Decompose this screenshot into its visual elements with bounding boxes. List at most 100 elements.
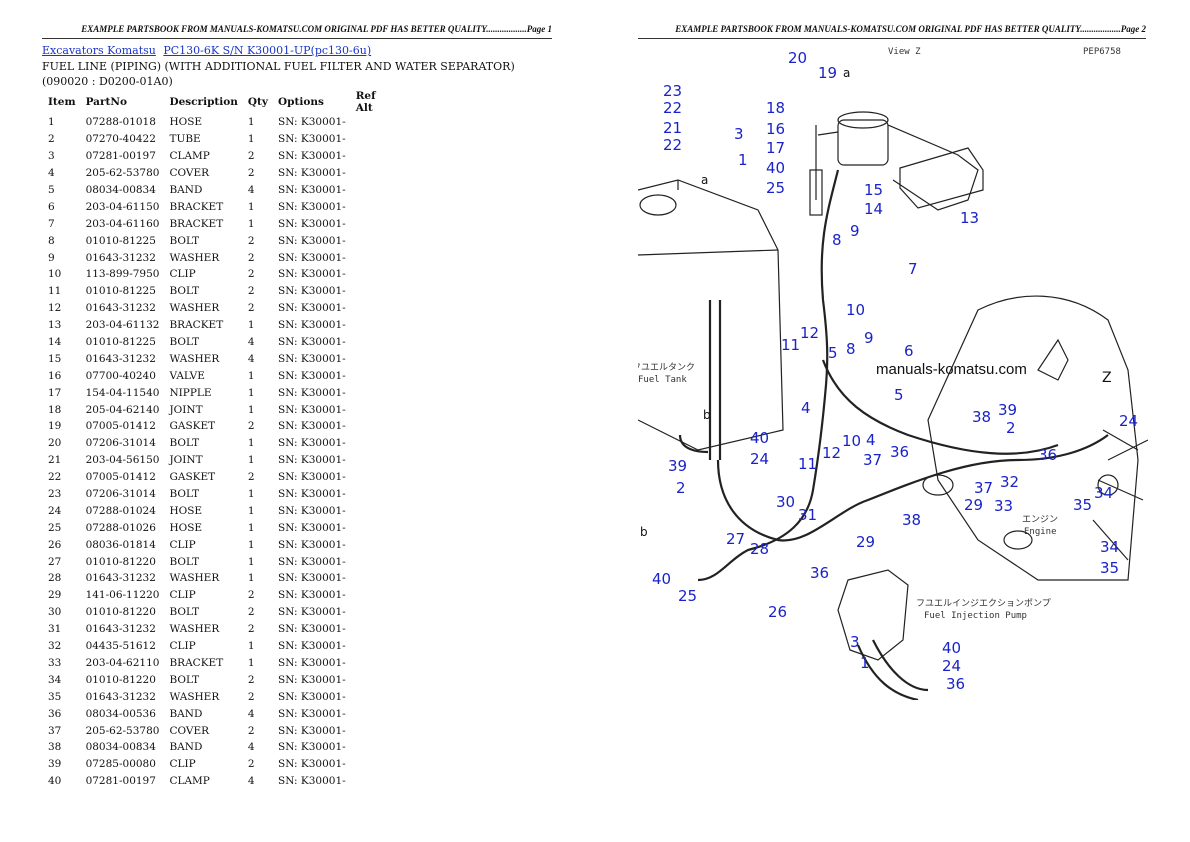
cell-options: SN: K30001- xyxy=(278,369,346,382)
engine-jp-label: エンジン xyxy=(1022,515,1058,525)
callout-37: 37 xyxy=(974,479,993,497)
cell-qty: 2 xyxy=(247,285,255,298)
cell-item: 33 xyxy=(48,656,62,669)
cell-item: 30 xyxy=(48,606,62,619)
col-header-ref-alt: Ref Alt xyxy=(355,90,376,114)
callout-9: 9 xyxy=(864,329,874,347)
cell-description: CLIP xyxy=(169,640,196,653)
cell-qty: 1 xyxy=(247,200,255,213)
callout-8: 8 xyxy=(846,340,856,358)
callout-16: 16 xyxy=(766,120,785,138)
cell-partno: 203-04-61150 xyxy=(85,200,160,213)
cell-description: CLIP xyxy=(169,538,196,551)
cell-qty: 4 xyxy=(247,775,255,788)
cell-item: 24 xyxy=(48,504,62,517)
cell-ref-alt xyxy=(350,182,400,199)
cell-qty: 2 xyxy=(247,268,255,281)
breadcrumb-link-excavators[interactable]: Excavators Komatsu xyxy=(42,44,156,57)
callout-1: 1 xyxy=(738,151,748,169)
cell-item: 4 xyxy=(48,167,55,180)
cell-ref-alt xyxy=(350,739,400,756)
cell-options: SN: K30001- xyxy=(278,640,346,653)
cell-ref-alt xyxy=(350,486,400,503)
cell-partno: 01010-81225 xyxy=(85,285,156,298)
callout-3: 3 xyxy=(850,633,860,651)
cell-description: WASHER xyxy=(169,251,220,264)
cell-qty: 4 xyxy=(247,707,255,720)
callout-12: 12 xyxy=(822,444,841,462)
fuel-piping-drawing xyxy=(697,169,1109,582)
cell-partno: 205-62-53780 xyxy=(85,724,160,737)
cell-description: NIPPLE xyxy=(169,386,212,399)
cell-description: WASHER xyxy=(169,690,220,703)
cell-description: HOSE xyxy=(169,504,203,517)
fuel-tank-drawing xyxy=(638,179,784,460)
bracket-13-drawing xyxy=(899,147,984,209)
cell-item: 20 xyxy=(48,437,62,450)
cell-partno: 203-04-61132 xyxy=(85,319,160,332)
cell-qty: 4 xyxy=(247,741,255,754)
cell-ref-alt xyxy=(350,773,400,790)
callout-34: 34 xyxy=(1100,538,1119,556)
callout-15: 15 xyxy=(864,181,883,199)
cell-description: JOINT xyxy=(169,403,203,416)
cell-partno: 07270-40422 xyxy=(85,133,156,146)
callout-40: 40 xyxy=(652,570,671,588)
cell-options: SN: K30001- xyxy=(278,437,346,450)
letter-a-left: a xyxy=(701,173,708,187)
cell-item: 9 xyxy=(48,251,55,264)
cell-ref-alt xyxy=(350,621,400,638)
breadcrumb-link-model[interactable]: PC130-6K S/N K30001-UP(pc130-6u) xyxy=(163,44,372,57)
cell-partno: 01010-81225 xyxy=(85,336,156,349)
cell-ref-alt xyxy=(350,165,400,182)
cell-qty: 1 xyxy=(247,521,255,534)
callout-22: 22 xyxy=(663,99,682,117)
cell-description: WASHER xyxy=(169,572,220,585)
cell-description: BAND xyxy=(169,707,203,720)
cell-ref-alt xyxy=(350,401,400,418)
cell-qty: 2 xyxy=(247,471,255,484)
cell-description: BOLT xyxy=(169,285,200,298)
fuel-tank-jp-label: フユエルタンク xyxy=(638,362,695,373)
col-header-options: Options xyxy=(278,96,324,108)
callout-22: 22 xyxy=(663,136,682,154)
cell-options: SN: K30001- xyxy=(278,184,346,196)
callout-26: 26 xyxy=(768,603,787,621)
cell-options: SN: K30001- xyxy=(278,150,346,163)
view-label: View Z xyxy=(888,47,921,57)
cell-ref-alt xyxy=(350,350,400,367)
cell-options: SN: K30001- xyxy=(278,167,346,180)
callout-3: 3 xyxy=(734,125,744,143)
cell-item: 16 xyxy=(48,369,62,382)
cell-options: SN: K30001- xyxy=(278,504,346,517)
callout-9: 9 xyxy=(850,222,860,240)
cell-qty: 2 xyxy=(247,673,255,686)
callout-20: 20 xyxy=(788,49,807,67)
cell-options: SN: K30001- xyxy=(278,403,346,416)
cell-qty: 1 xyxy=(247,555,255,568)
cell-options: SN: K30001- xyxy=(278,623,346,636)
cell-description: GASKET xyxy=(169,471,216,484)
cell-qty: 1 xyxy=(247,403,255,416)
cell-item: 37 xyxy=(48,724,62,737)
cell-options: SN: K30001- xyxy=(278,488,346,501)
cell-ref-alt xyxy=(350,317,400,334)
cell-item: 32 xyxy=(48,640,62,653)
cell-description: GASKET xyxy=(169,420,216,433)
cell-description: COVER xyxy=(169,724,210,737)
callout-29: 29 xyxy=(856,533,875,551)
cell-partno: 08034-00834 xyxy=(85,184,156,196)
cell-options: SN: K30001- xyxy=(278,454,346,467)
